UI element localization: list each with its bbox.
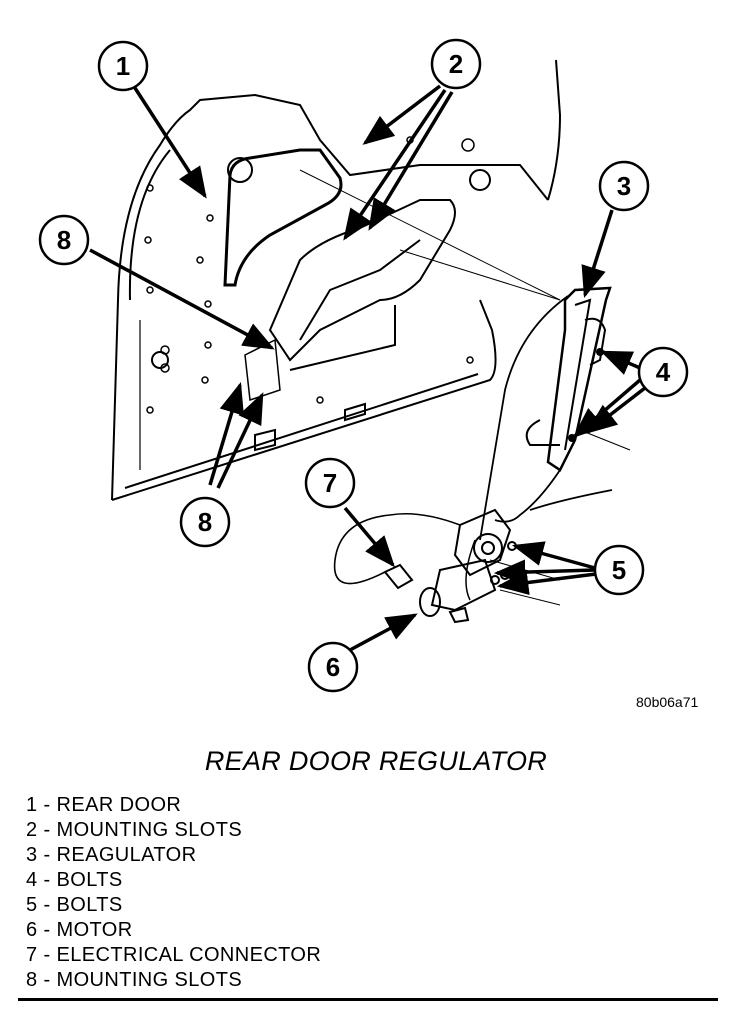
legend-number: 3 <box>26 844 38 866</box>
legend-list: 1 - REAR DOOR 2 - MOUNTING SLOTS 3 - REA… <box>26 793 321 993</box>
legend-text: BOLTS <box>56 894 123 916</box>
legend-number: 7 <box>26 944 38 966</box>
legend-number: 6 <box>26 919 38 941</box>
figure-caption: REAR DOOR REGULATOR <box>204 746 548 776</box>
callout-2: 2 <box>430 38 482 90</box>
legend-text: BOLTS <box>56 869 123 891</box>
callout-7: 7 <box>304 457 356 509</box>
legend-item: 6 - MOTOR <box>26 919 133 941</box>
legend-item: 4 - BOLTS <box>26 869 123 891</box>
legend-item: 8 - MOUNTING SLOTS <box>26 969 243 991</box>
legend-number: 8 <box>26 969 38 991</box>
legend-number: 5 <box>26 894 38 916</box>
legend-text: ELECTRICAL CONNECTOR <box>56 944 322 966</box>
legend-text: REAGULATOR <box>56 844 197 866</box>
callout-1: 1 <box>97 40 149 92</box>
legend-text: MOUNTING SLOTS <box>56 819 243 841</box>
callout-8-lower: 8 <box>179 496 231 548</box>
legend-number: 2 <box>26 819 38 841</box>
callout-4: 4 <box>637 346 689 398</box>
svg-text:7: 7 <box>323 468 337 498</box>
svg-text:3: 3 <box>617 171 631 201</box>
legend-number: 4 <box>26 869 38 891</box>
callout-6: 6 <box>307 641 359 693</box>
figure-id: 80b06a71 <box>636 694 699 710</box>
callout-3: 3 <box>598 160 650 212</box>
door-mounting-holes <box>144 136 491 414</box>
legend-text: REAR DOOR <box>56 794 182 816</box>
legend-item: 5 - BOLTS <box>26 894 123 916</box>
rear-door-panel <box>111 59 562 501</box>
svg-text:5: 5 <box>612 555 626 585</box>
callout-8-upper: 8 <box>38 214 90 266</box>
svg-text:1: 1 <box>116 51 130 81</box>
bottom-divider <box>18 998 718 1001</box>
electrical-connector <box>333 512 461 590</box>
legend-item: 2 - MOUNTING SLOTS <box>26 819 243 841</box>
callout-5: 5 <box>593 544 645 596</box>
svg-text:4: 4 <box>656 357 671 387</box>
svg-text:6: 6 <box>326 652 340 682</box>
svg-text:8: 8 <box>57 225 71 255</box>
legend-item: 3 - REAGULATOR <box>26 844 197 866</box>
legend-text: MOUNTING SLOTS <box>56 969 243 991</box>
legend-item: 1 - REAR DOOR <box>26 794 182 816</box>
svg-text:2: 2 <box>449 49 463 79</box>
callout-leaders <box>89 84 647 652</box>
legend-number: 1 <box>26 794 38 816</box>
svg-text:8: 8 <box>198 507 212 537</box>
door-regulator-illustration: 1 2 3 4 5 6 7 8 8 <box>38 38 689 693</box>
legend-text: MOTOR <box>56 919 133 941</box>
legend-item: 7 - ELECTRICAL CONNECTOR <box>26 944 322 966</box>
